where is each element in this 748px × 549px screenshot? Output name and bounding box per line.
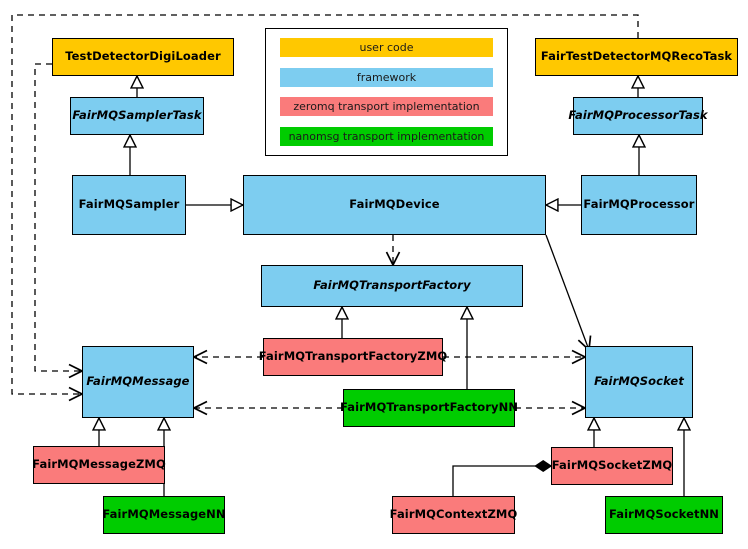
class-label: FairMQSocketNN [608,507,720,522]
class-node-fairmqcontextzmq[interactable]: FairMQContextZMQ [389,496,518,534]
edge-device-uses-socket [545,234,589,350]
legend-item-nanomsg: nanomsg transport implementation [280,126,493,146]
legend-item-framework: framework [280,67,493,87]
class-node-fairmqprocessor[interactable]: FairMQProcessor [581,175,697,235]
class-label: FairMQMessage [86,374,190,389]
class-label: FairMQSocketZMQ [551,458,673,473]
class-node-fairmqmessagezmq[interactable]: FairMQMessageZMQ [32,446,166,484]
class-node-fairmqtransportfactorynn[interactable]: FairMQTransportFactoryNN [339,389,519,427]
legend-item-zeromq: zeromq transport implementation [280,97,493,117]
class-label: FairMQContextZMQ [389,507,518,522]
class-label: FairMQProcessor [583,197,695,212]
legend-label: user code [359,41,414,54]
class-label: FairTestDetectorMQRecoTask [540,49,733,64]
class-node-fairmqsocketnn[interactable]: FairMQSocketNN [605,496,723,534]
class-node-fairmqdevice[interactable]: FairMQDevice [243,175,546,235]
class-label: FairMQProcessorTask [568,108,708,123]
class-node-testdetectordigiloader[interactable]: TestDetectorDigiLoader [52,38,234,76]
class-label: FairMQTransportFactoryNN [339,400,519,415]
legend-label: nanomsg transport implementation [288,129,485,143]
class-label: FairMQSampler [78,197,180,212]
class-label: FairMQTransportFactory [313,278,471,293]
class-node-fairmqmessagenn[interactable]: FairMQMessageNN [102,496,226,534]
class-label: FairMQTransportFactoryZMQ [258,349,448,364]
class-label: FairMQMessageZMQ [32,457,166,472]
class-label: FairMQSamplerTask [72,108,202,123]
class-label: TestDetectorDigiLoader [65,49,221,64]
class-node-fairmqsamplertask[interactable]: FairMQSamplerTask [70,97,204,135]
legend-item-user-code: user code [280,38,493,57]
class-node-fairmqmessage[interactable]: FairMQMessage [82,346,194,418]
class-node-fairmqsampler[interactable]: FairMQSampler [72,175,186,235]
class-node-fairmqsocketzmq[interactable]: FairMQSocketZMQ [551,447,673,485]
class-node-fairmqtransportfactory[interactable]: FairMQTransportFactory [261,265,523,307]
class-node-fairmqprocessortask[interactable]: FairMQProcessorTask [568,97,708,135]
class-label: FairMQDevice [349,197,440,212]
class-label: FairMQSocket [594,374,684,389]
legend-label: framework [356,70,417,84]
legend-panel: user code framework zeromq transport imp… [265,28,508,156]
class-label: FairMQMessageNN [102,507,226,522]
class-node-fairmqsocket[interactable]: FairMQSocket [585,346,693,418]
class-node-fairmqtransportfactoryzmq[interactable]: FairMQTransportFactoryZMQ [259,338,447,376]
class-node-fairtestdetectormqrecotask[interactable]: FairTestDetectorMQRecoTask [535,38,738,76]
legend-label: zeromq transport implementation [293,100,480,114]
edge-socketzmq-owns-contextzmq [452,460,553,496]
